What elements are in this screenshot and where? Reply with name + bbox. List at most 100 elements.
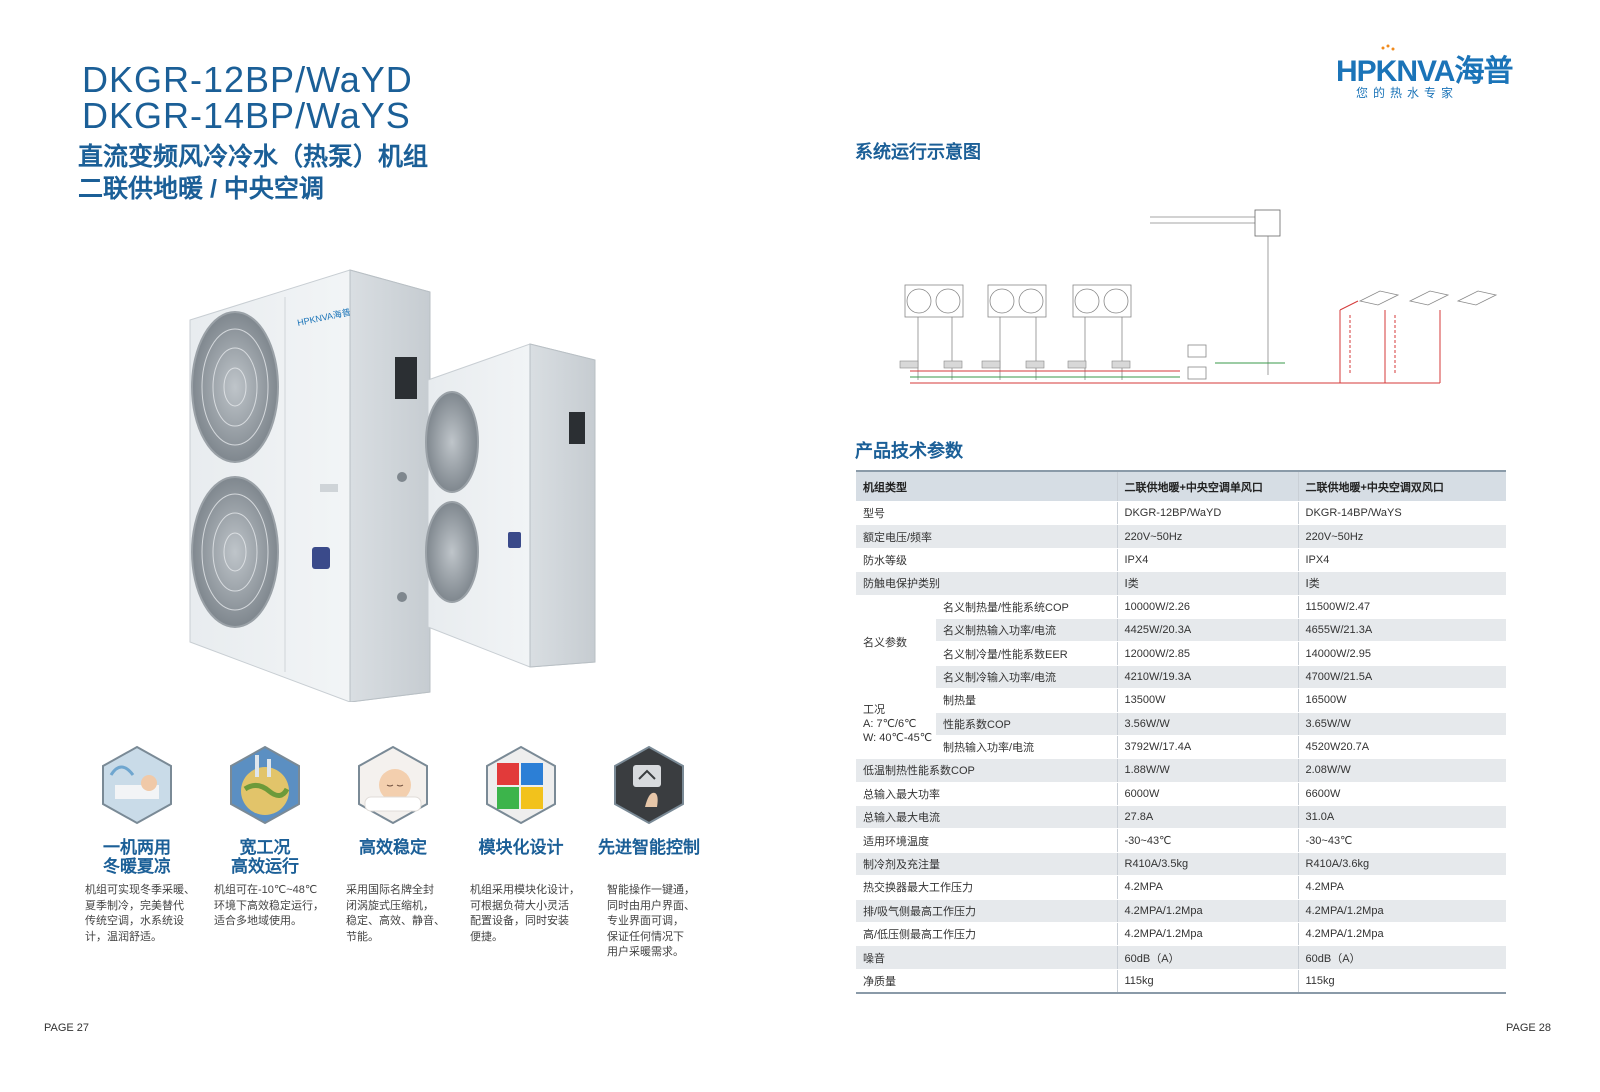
feature-stable: 高效稳定 xyxy=(328,745,458,857)
feature-title: 高效稳定 xyxy=(359,838,427,857)
row-label: 排/吸气侧最高工作压力 xyxy=(856,899,1117,924)
row-value: 2.08W/W xyxy=(1297,758,1506,783)
feature-title: 先进智能控制 xyxy=(598,838,700,857)
row-value: 4.2MPA/1.2Mpa xyxy=(1116,922,1298,947)
row-value: 3792W/17.4A xyxy=(1116,735,1298,760)
row-label: 防水等级 xyxy=(856,548,1117,573)
table-row: 性能系数COP 3.56W/W 3.65W/W xyxy=(856,712,1506,736)
feature-dual-use: 一机两用冬暖夏凉 xyxy=(72,745,202,876)
row-label: 型号 xyxy=(856,501,1117,526)
row-value: 10000W/2.26 xyxy=(1116,595,1298,619)
row-value: 13500W xyxy=(1116,688,1298,713)
table-row: 总输入最大电流 27.8A 31.0A xyxy=(856,805,1506,830)
table-row: 名义制热输入功率/电流 4425W/20.3A 4655W/21.3A xyxy=(856,618,1506,643)
row-value: 4210W/19.3A xyxy=(1116,665,1298,690)
group-label: 工况 A: 7℃/6℃ W: 40℃-45℃ xyxy=(856,688,936,760)
table-row: 低温制热性能系数COP 1.88W/W 2.08W/W xyxy=(856,758,1506,783)
feature-smart-control: 先进智能控制 xyxy=(584,745,714,857)
row-value: 4.2MPA/1.2Mpa xyxy=(1297,922,1506,947)
table-row: 热交换器最大工作压力 4.2MPA 4.2MPA xyxy=(856,875,1506,900)
table-row: 型号 DKGR-12BP/WaYD DKGR-14BP/WaYS xyxy=(856,501,1506,526)
row-label: 噪音 xyxy=(856,945,1117,970)
feature-title: 一机两用冬暖夏凉 xyxy=(103,838,171,876)
table-row: 制冷剂及充注量 R410A/3.5kg R410A/3.6kg xyxy=(856,852,1506,877)
row-label: 性能系数COP xyxy=(936,712,1117,736)
row-value: 3.65W/W xyxy=(1297,712,1506,736)
row-value: DKGR-12BP/WaYD xyxy=(1116,501,1298,526)
row-value: 115kg xyxy=(1297,969,1506,995)
table-row: 防触电保护类别 Ⅰ类 Ⅰ类 xyxy=(856,571,1506,596)
row-value: 4520W20.7A xyxy=(1297,735,1506,760)
table-row: 净质量 115kg 115kg xyxy=(856,969,1506,995)
row-value: 3.56W/W xyxy=(1116,712,1298,736)
group-label: 名义参数 xyxy=(856,595,936,690)
page-number-left: PAGE 27 xyxy=(44,1022,90,1034)
table-row: 制热输入功率/电流 3792W/17.4A 4520W20.7A xyxy=(856,735,1506,760)
row-value: Ⅰ类 xyxy=(1297,571,1506,596)
row-label: 适用环境温度 xyxy=(856,828,1117,853)
table-row: 高/低压侧最高工作压力 4.2MPA/1.2Mpa 4.2MPA/1.2Mpa xyxy=(856,922,1506,947)
brand-logo: HPKNVA海普 xyxy=(1336,55,1513,88)
row-value: R410A/3.5kg xyxy=(1116,852,1298,877)
row-label: 名义制冷量/性能系数EER xyxy=(936,641,1117,666)
row-value: 4.2MPA/1.2Mpa xyxy=(1116,899,1298,924)
feature-description: 机组可实现冬季采暖、夏季制冷，完美替代传统空调，水系统设计，温润舒适。 xyxy=(85,884,195,943)
spec-table: 机组类型 二联供地暖+中央空调单风口 二联供地暖+中央空调双风口 型号 DKGR… xyxy=(856,470,1506,995)
table-row: 防水等级 IPX4 IPX4 xyxy=(856,548,1506,573)
feature-wide-condition: 宽工况高效运行 xyxy=(200,745,330,876)
product-subtitle-2: 二联供地暖 / 中央空调 xyxy=(78,175,324,203)
row-value: -30~43℃ xyxy=(1297,828,1506,853)
row-value: Ⅰ类 xyxy=(1116,571,1298,596)
row-value: 1.88W/W xyxy=(1116,758,1298,783)
row-value: 6000W xyxy=(1116,782,1298,807)
row-value: 220V~50Hz xyxy=(1116,524,1298,549)
row-label: 总输入最大功率 xyxy=(856,782,1117,807)
row-label: 总输入最大电流 xyxy=(856,805,1117,830)
row-label: 名义制冷输入功率/电流 xyxy=(936,665,1117,690)
table-row: 额定电压/频率 220V~50Hz 220V~50Hz xyxy=(856,524,1506,549)
row-value: 115kg xyxy=(1116,969,1298,995)
row-label: 防触电保护类别 xyxy=(856,571,1117,596)
row-value: 4.2MPA/1.2Mpa xyxy=(1297,899,1506,924)
heat-pump-units-image: HPKNVA海普 xyxy=(189,269,596,702)
spec-section-title: 产品技术参数 xyxy=(855,441,963,461)
table-row: 噪音 60dB（A） 60dB（A） xyxy=(856,945,1506,970)
table-row: 总输入最大功率 6000W 6600W xyxy=(856,782,1506,807)
table-row: 名义参数 名义制热量/性能系统COP 10000W/2.26 11500W/2.… xyxy=(856,595,1506,690)
row-value: IPX4 xyxy=(1116,548,1298,573)
feature-title: 模块化设计 xyxy=(478,838,564,857)
globe-icon xyxy=(230,745,300,825)
table-header-row: 机组类型 二联供地暖+中央空调单风口 二联供地暖+中央空调双风口 xyxy=(856,470,1506,502)
sleeping-baby-icon xyxy=(358,745,428,825)
table-row: 名义制冷量/性能系数EER 12000W/2.85 14000W/2.95 xyxy=(856,641,1506,666)
row-value: 4.2MPA xyxy=(1297,875,1506,900)
row-label: 净质量 xyxy=(856,969,1117,995)
row-label: 额定电压/频率 xyxy=(856,524,1117,549)
table-row: 排/吸气侧最高工作压力 4.2MPA/1.2Mpa 4.2MPA/1.2Mpa xyxy=(856,899,1506,924)
row-value: R410A/3.6kg xyxy=(1297,852,1506,877)
feature-description: 机组采用模块化设计，可根据负荷大小灵活配置设备，同时安装便捷。 xyxy=(470,884,580,943)
header-cell: 二联供地暖+中央空调双风口 xyxy=(1297,470,1506,502)
sparkle-logo-icon xyxy=(1380,40,1396,51)
system-schematic-diagram xyxy=(899,209,1498,384)
table-row: 工况 A: 7℃/6℃ W: 40℃-45℃ 制热量 13500W 16500W xyxy=(856,688,1506,760)
feature-description: 智能操作一键通，同时由用户界面、专业界面可调，保证任何情况下用户采暖需求。 xyxy=(607,884,695,958)
row-value: 4655W/21.3A xyxy=(1297,618,1506,643)
row-value: 27.8A xyxy=(1116,805,1298,830)
row-label: 制冷剂及充注量 xyxy=(856,852,1117,877)
row-value: DKGR-14BP/WaYS xyxy=(1297,501,1506,526)
row-label: 制热量 xyxy=(936,688,1117,713)
row-value: 6600W xyxy=(1297,782,1506,807)
row-label: 低温制热性能系数COP xyxy=(856,758,1117,783)
brand-tagline: 您的热水专家 xyxy=(1356,86,1459,100)
feature-modular: 模块化设计 xyxy=(456,745,586,857)
puzzle-icon xyxy=(486,745,556,825)
row-value: 4425W/20.3A xyxy=(1116,618,1298,643)
row-label: 名义制热输入功率/电流 xyxy=(936,618,1117,643)
smart-control-icon xyxy=(614,745,684,825)
row-value: 14000W/2.95 xyxy=(1297,641,1506,666)
row-label: 高/低压侧最高工作压力 xyxy=(856,922,1117,947)
row-value: 11500W/2.47 xyxy=(1297,595,1506,619)
feature-description: 采用国际名牌全封闭涡旋式压缩机，稳定、高效、静音、节能。 xyxy=(346,884,445,943)
